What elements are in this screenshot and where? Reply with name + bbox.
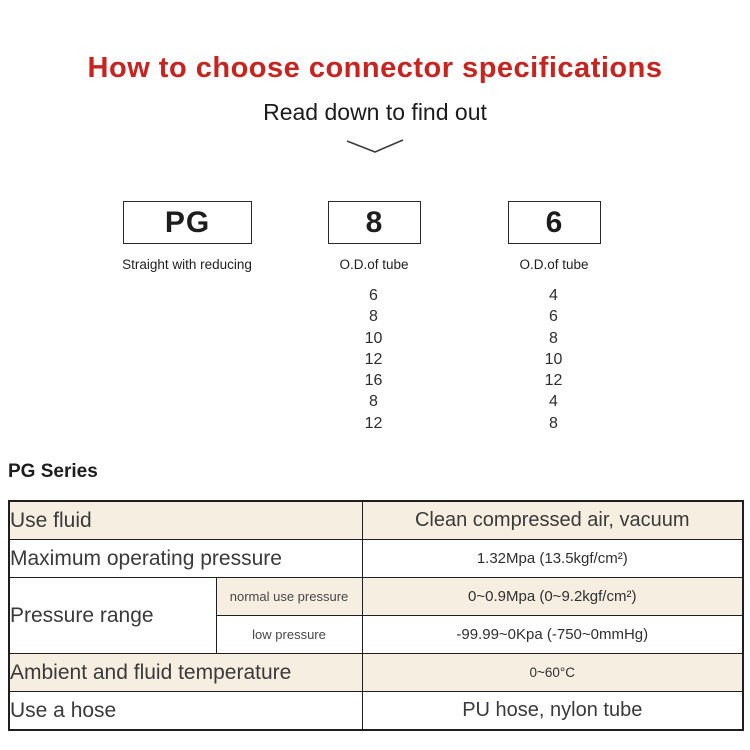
spec-value-low-pressure: -99.99~0Kpa (-750~0mmHg) [361,615,744,654]
option-value: 8 [549,414,558,432]
option-value: 12 [544,372,563,390]
page-subtitle: Read down to find out [263,99,487,125]
page-title: How to choose connector specifications [87,52,663,84]
spec-sublabel-low-pressure: low pressure [215,615,363,654]
spec-sublabel-normal-use-pressure: normal use pressure [215,577,363,616]
caption-od-of-tube-first: O.D.of tube [339,257,409,272]
spec-label-ambient-fluid-temperature: Ambient and fluid temperature [8,653,363,692]
option-value: 10 [544,350,563,368]
spec-label-use-a-hose: Use a hose [8,691,363,731]
option-value: 8 [369,393,378,411]
table-row: low pressure -99.99~0Kpa (-750~0mmHg) [9,615,744,654]
option-value: 8 [549,329,558,347]
option-value: 10 [364,329,383,347]
spec-value-max-operating-pressure: 1.32Mpa (13.5kgf/cm²) [361,539,744,578]
code-box-tube-od-first: 8 [328,201,421,244]
code-box-tube-od-second: 6 [508,201,601,244]
chevron-down-icon [346,139,404,153]
table-row: Use a hose PU hose, nylon tube [8,691,744,731]
code-box-pg: PG [123,201,252,244]
tube-od-options-second: 4 6 8 10 12 4 8 [508,285,599,434]
option-value: 6 [369,287,378,304]
tube-od-options-first: 6 8 10 12 16 8 12 [328,285,419,434]
option-value: 12 [364,350,383,368]
option-value: 12 [364,414,383,432]
series-heading: PG Series [8,461,98,482]
option-value: 4 [549,287,558,304]
caption-straight-with-reducing: Straight with reducing [122,257,252,272]
spec-value-use-fluid: Clean compressed air, vacuum [361,500,744,540]
table-row: Maximum operating pressure 1.32Mpa (13.5… [8,539,744,578]
spec-label-use-fluid: Use fluid [8,500,363,540]
option-value: 8 [369,308,378,326]
spec-label-pressure-range: Pressure range [8,577,217,654]
table-row: Ambient and fluid temperature 0~60°C [8,653,744,692]
spec-value-use-a-hose: PU hose, nylon tube [361,691,744,731]
option-value: 4 [549,393,558,411]
option-value: 6 [549,308,558,326]
option-value: 16 [364,372,383,390]
caption-od-of-tube-second: O.D.of tube [519,257,589,272]
spec-label-max-operating-pressure: Maximum operating pressure [8,539,363,578]
spec-value-normal-use-pressure: 0~0.9Mpa (0~9.2kgf/cm²) [361,577,744,616]
table-row: Use fluid Clean compressed air, vacuum [8,500,744,540]
table-row: Pressure range normal use pressure 0~0.9… [8,577,744,654]
spec-value-ambient-fluid-temperature: 0~60°C [361,653,744,692]
pg-series-spec-table: Use fluid Clean compressed air, vacuum M… [8,500,745,731]
